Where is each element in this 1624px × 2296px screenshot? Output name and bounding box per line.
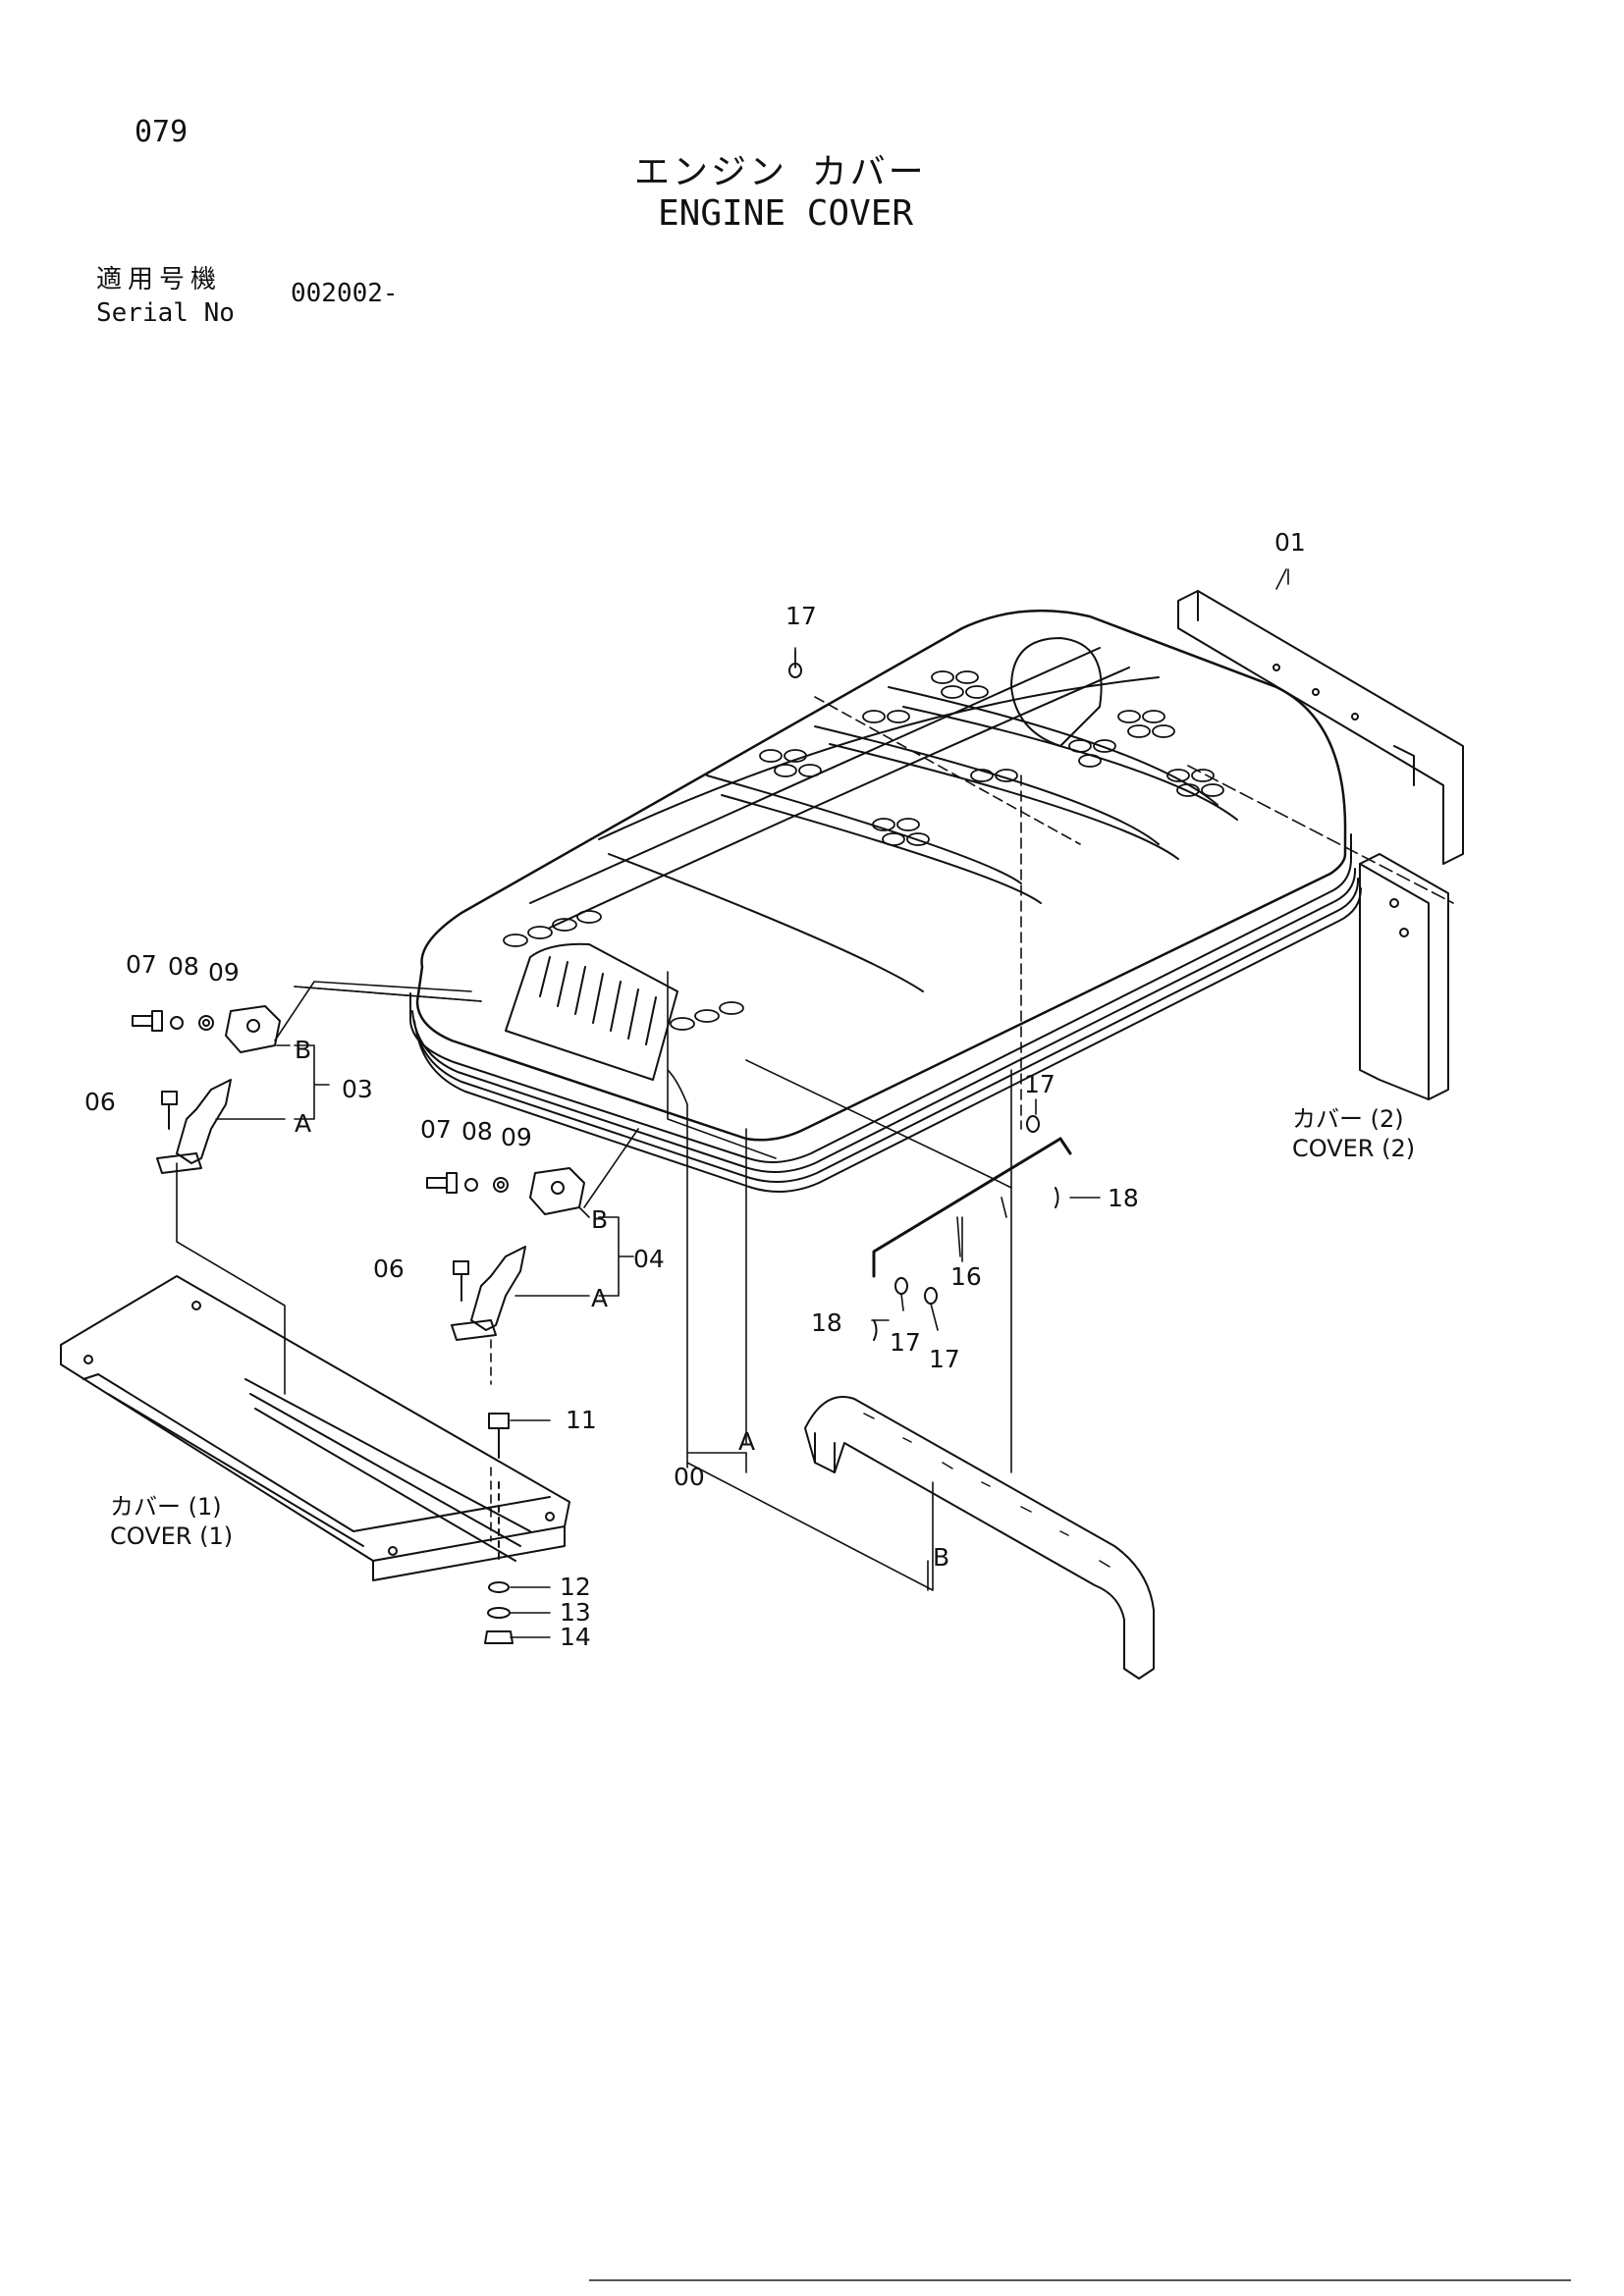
callout-a-b: A [591, 1284, 609, 1312]
latch-assembly-03 [132, 1005, 281, 1174]
latch-assembly-04 [426, 1167, 585, 1341]
cover-1-caption-en: COVER (1) [110, 1522, 234, 1550]
callout-a-main: A [738, 1427, 756, 1456]
leader-lines [176, 568, 1454, 1638]
callout-06-b: 06 [373, 1255, 405, 1283]
callout-04: 04 [633, 1245, 665, 1273]
callout-09-a: 09 [208, 958, 240, 987]
callout-08-b: 08 [461, 1117, 493, 1146]
callout-17-mid: 17 [1024, 1070, 1056, 1098]
callout-a-a: A [295, 1109, 312, 1138]
cover-1-caption: カバー (1) COVER (1) [110, 1492, 233, 1551]
fastener-stack-11-14 [484, 1413, 514, 1644]
title-english: ENGINE COVER [658, 193, 914, 234]
rubber-seal-part-b [804, 1396, 1155, 1680]
callout-00: 00 [674, 1463, 705, 1491]
callout-17-top: 17 [785, 602, 817, 630]
vent-holes [503, 670, 1224, 1031]
title-japanese: エンジン カバー [634, 152, 927, 192]
callout-18-right: 18 [1108, 1184, 1139, 1212]
callout-14: 14 [560, 1623, 591, 1651]
callout-09-b: 09 [501, 1123, 532, 1151]
serial-label-japanese: 適用号機 [96, 265, 223, 294]
cover-1-plate [60, 1275, 570, 1581]
callout-08-a: 08 [168, 952, 199, 981]
serial-number-value: 002002- [291, 279, 399, 308]
callout-01: 01 [1274, 528, 1306, 557]
callout-06-a: 06 [84, 1088, 116, 1116]
callout-b-a: B [295, 1036, 312, 1064]
cover-2-caption-en: COVER (2) [1292, 1135, 1416, 1162]
callout-07-a: 07 [126, 950, 157, 979]
callout-18-left: 18 [811, 1308, 842, 1337]
cover-1-caption-ja: カバー (1) [110, 1493, 222, 1521]
callout-b-main: B [933, 1543, 950, 1572]
footer-rule [589, 2279, 1571, 2281]
page-number: 079 [135, 115, 189, 149]
cover-2-caption-ja: カバー (2) [1292, 1105, 1404, 1133]
callout-17-low-2: 17 [929, 1345, 960, 1373]
engine-cover-part-00 [409, 609, 1362, 1193]
callout-16: 16 [950, 1262, 982, 1291]
stay-rod-part-16 [788, 663, 1072, 1341]
serial-label-english: Serial No [96, 298, 235, 328]
callout-17-low-1: 17 [890, 1328, 921, 1357]
callout-13: 13 [560, 1598, 591, 1627]
callout-07-b: 07 [420, 1115, 452, 1144]
callout-11: 11 [566, 1406, 597, 1434]
cover-2-caption: カバー (2) COVER (2) [1292, 1104, 1415, 1163]
callout-b-b: B [591, 1205, 609, 1234]
callout-03: 03 [342, 1075, 373, 1103]
callout-12: 12 [560, 1573, 591, 1601]
